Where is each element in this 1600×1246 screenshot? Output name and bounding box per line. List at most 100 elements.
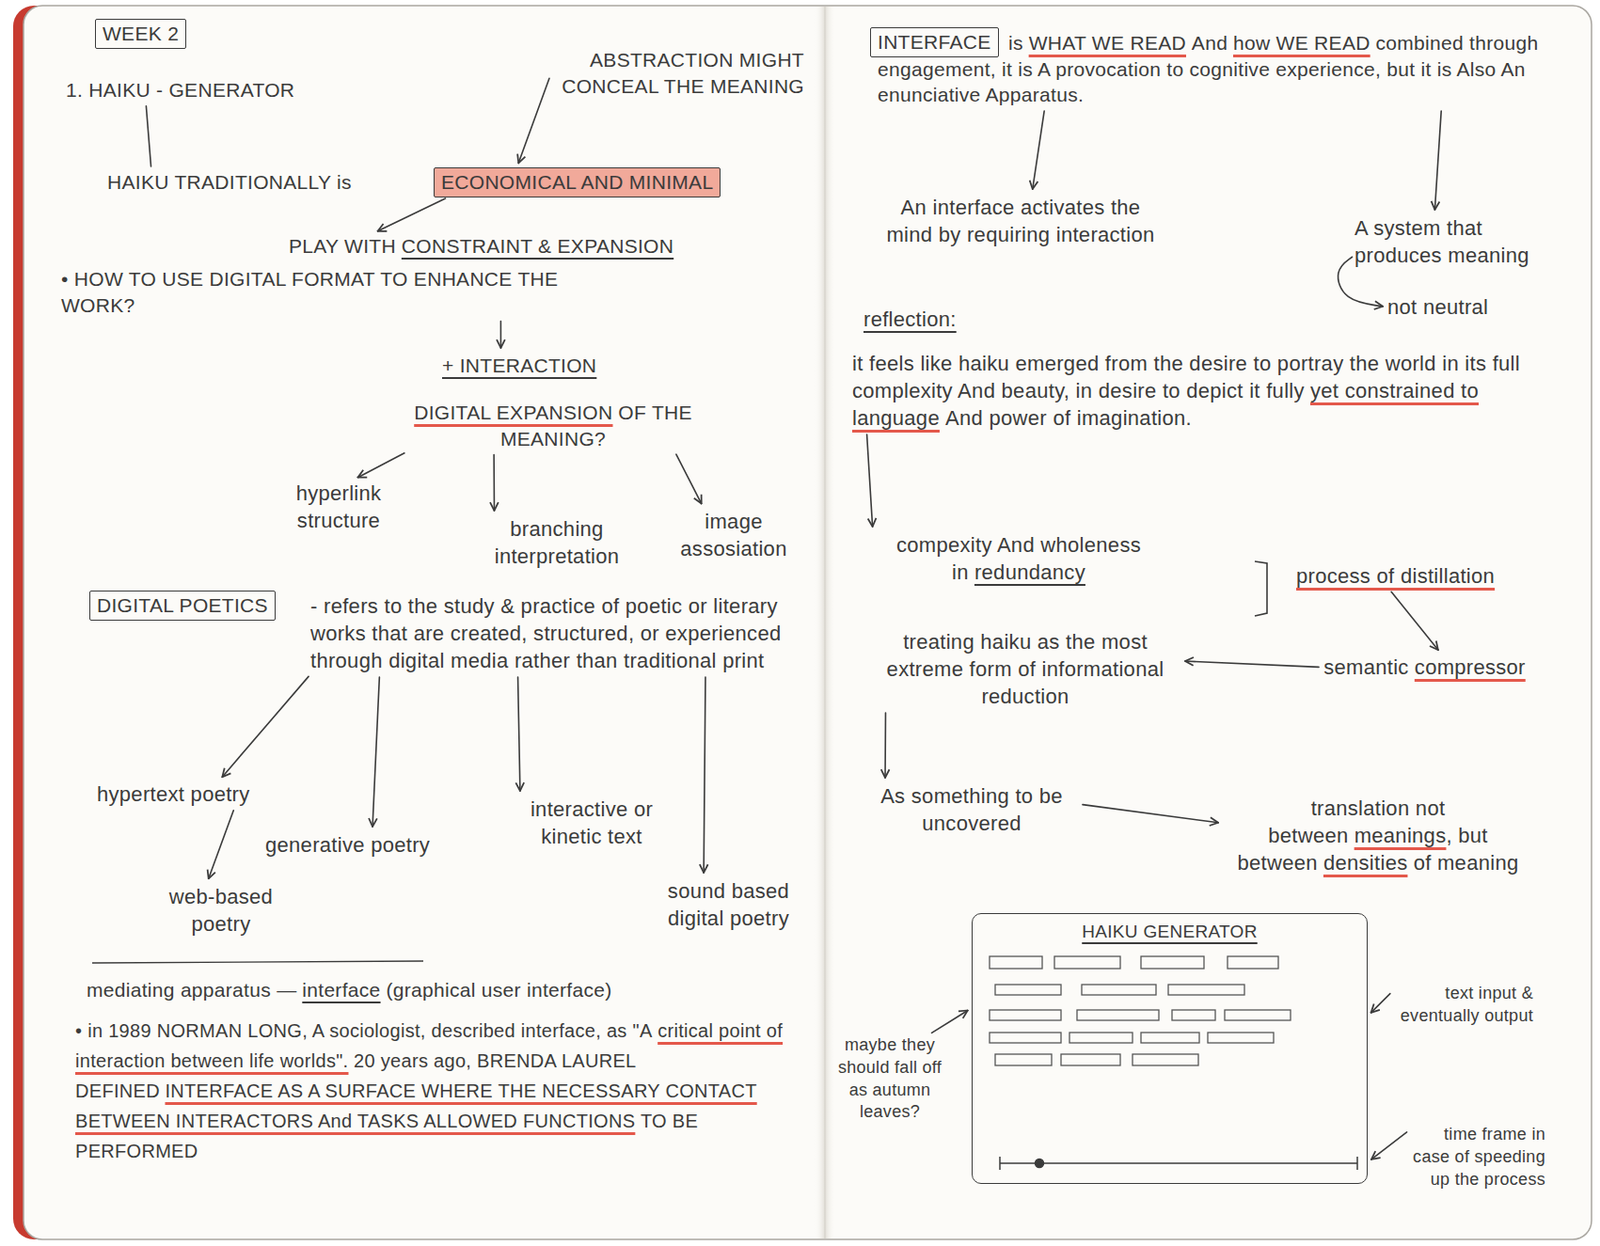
note-text: + INTERACTION bbox=[442, 352, 597, 380]
note-label: reflection: bbox=[863, 307, 957, 332]
note-text: ABSTRACTION MIGHT CONCEAL THE MEANING bbox=[550, 47, 805, 99]
node-text: And power of imagination. bbox=[945, 406, 1192, 430]
note-text: text input & eventually output bbox=[1392, 982, 1534, 1029]
node-text: image assosiation bbox=[680, 509, 787, 561]
connector-arrow bbox=[221, 676, 309, 777]
note-text: hypertext poetry bbox=[96, 780, 251, 808]
note-text: HAIKU TRADITIONALLY is bbox=[107, 169, 352, 196]
gutter-shade bbox=[814, 6, 836, 1239]
separator-line bbox=[92, 961, 424, 964]
connector-arrow bbox=[1371, 994, 1391, 1014]
connector-arrow bbox=[867, 434, 873, 527]
node-text: CONSTRAINT & EXPANSION bbox=[401, 235, 674, 257]
connector-arrow bbox=[500, 320, 503, 349]
note-text: PLAY WITHCONSTRAINT & EXPANSION bbox=[288, 233, 674, 260]
note-text: DIGITAL EXPANSIONOF THE MEANING? bbox=[379, 399, 728, 452]
node-text: treating haiku as the most extreme form … bbox=[887, 630, 1165, 709]
node-text: redundancy bbox=[974, 560, 1086, 585]
note-text: • HOW TO USE DIGITAL FORMAT TO ENHANCE T… bbox=[61, 266, 598, 318]
note-text: it feels like haiku emerged from the des… bbox=[852, 349, 1577, 432]
node-text: + INTERACTION bbox=[442, 354, 597, 377]
note-text: translation not betweenmeanings, but bet… bbox=[1222, 794, 1534, 877]
connector-arrow bbox=[703, 677, 706, 873]
bracket bbox=[1254, 561, 1268, 617]
boxed-term: INTERFACE bbox=[870, 27, 999, 58]
node-text: DIGITAL POETICS bbox=[96, 594, 269, 617]
connector-arrow bbox=[1082, 805, 1219, 824]
connector-arrow bbox=[518, 78, 550, 163]
node-text: hyperlink structure bbox=[296, 481, 382, 533]
connector-arrow bbox=[1391, 591, 1439, 650]
connector-arrow bbox=[372, 677, 380, 827]
node-text: web-based poetry bbox=[169, 885, 273, 936]
connector-arrow bbox=[1032, 110, 1045, 190]
note-text: generative poetry bbox=[265, 831, 430, 859]
node-text: hypertext poetry bbox=[96, 782, 251, 807]
note-text: An interface activates the mind by requi… bbox=[879, 193, 1162, 249]
boxed-term: DIGITAL POETICS bbox=[89, 590, 276, 621]
note-text: semanticcompressor bbox=[1321, 653, 1528, 682]
node-text: generative poetry bbox=[265, 833, 430, 857]
connector-arrow bbox=[1434, 110, 1442, 210]
node-text: HAIKU TRADITIONALLY is bbox=[107, 171, 352, 193]
note-text: interactive or kinetic text bbox=[497, 795, 686, 851]
note-text: hyperlink structure bbox=[263, 479, 414, 535]
node-text: sound based digital poetry bbox=[667, 879, 790, 931]
cover-edge bbox=[13, 5, 1592, 1240]
node-text: time frame in case of speeding up the pr… bbox=[1412, 1124, 1546, 1189]
node-text: ABSTRACTION MIGHT CONCEAL THE MEANING bbox=[561, 48, 805, 97]
connector-arrow bbox=[378, 198, 446, 232]
node-text: process of distillation bbox=[1296, 564, 1495, 588]
node-text: WEEK 2 bbox=[102, 22, 179, 45]
sketch-frame: HAIKU GENERATOR bbox=[971, 913, 1368, 1185]
connector-arrow bbox=[884, 712, 887, 778]
gutter-line bbox=[824, 6, 826, 1239]
node-text: densities bbox=[1323, 851, 1409, 875]
boxed-term: ECONOMICAL AND MINIMAL bbox=[433, 167, 721, 198]
note-text: sound based digital poetry bbox=[650, 877, 807, 933]
node-text: WHAT WE READ bbox=[1029, 31, 1187, 54]
node-text: An interface activates the mind by requi… bbox=[886, 195, 1155, 247]
node-text: • HOW TO USE DIGITAL FORMAT TO ENHANCE T… bbox=[61, 268, 558, 317]
note-text: web-based poetry bbox=[150, 883, 292, 938]
node-text: how WE READ bbox=[1233, 31, 1371, 54]
connector-arrow bbox=[492, 454, 495, 511]
note-text: isWHAT WE READAndhow WE READcombined thr… bbox=[877, 30, 1574, 109]
boxed-term: WEEK 2 bbox=[95, 18, 187, 49]
node-text: not neutral bbox=[1387, 295, 1489, 319]
note-label: mediating apparatus — bbox=[86, 979, 297, 1001]
node-text: DIGITAL EXPANSION bbox=[413, 401, 613, 424]
note-paragraph: mediating apparatus —interface(graphical… bbox=[86, 976, 821, 1004]
note-label: • in 1989 NORMAN LONG, A sociologist, de… bbox=[75, 1020, 653, 1042]
node-text: 1. HAIKU - GENERATOR bbox=[65, 79, 295, 101]
connector-arrow bbox=[208, 810, 235, 879]
note-text: maybe they should fall off as autumn lea… bbox=[833, 1034, 947, 1125]
note-text: branching interpretation bbox=[467, 515, 647, 571]
node-text: is bbox=[1008, 31, 1024, 54]
note-text: As something to be uncovered bbox=[863, 782, 1080, 838]
note-text: A system that produces meaning bbox=[1354, 214, 1571, 270]
time-slider bbox=[999, 1156, 1358, 1171]
node-text: INTERFACE bbox=[877, 31, 992, 53]
node-text: semantic bbox=[1323, 655, 1409, 680]
node-text: text input & eventually output bbox=[1400, 983, 1534, 1026]
node-text: HAIKU GENERATOR bbox=[1081, 921, 1257, 942]
node-text: And bbox=[1191, 31, 1228, 54]
note-label: interface bbox=[301, 979, 381, 1001]
note-text: image assosiation bbox=[658, 507, 809, 563]
note-paragraph: reflection: bbox=[863, 306, 957, 334]
note-text: time frame in case of speeding up the pr… bbox=[1409, 1124, 1546, 1191]
note-text: treating haiku as the most extreme form … bbox=[870, 628, 1181, 711]
node-text: of meaning bbox=[1413, 851, 1520, 875]
note-paragraph: • in 1989 NORMAN LONG, A sociologist, de… bbox=[75, 1015, 819, 1167]
connector-arrow bbox=[1371, 1132, 1408, 1160]
connector-arrow bbox=[1185, 661, 1319, 667]
connector-arrow bbox=[357, 453, 405, 478]
connector-arrow bbox=[518, 677, 521, 792]
note-text: compexity And wholeness inredundancy bbox=[863, 531, 1174, 587]
note-text: - refers to the study & practice of poet… bbox=[310, 592, 805, 675]
node-text: ECONOMICAL AND MINIMAL bbox=[441, 171, 713, 193]
node-text: meanings bbox=[1354, 823, 1447, 848]
